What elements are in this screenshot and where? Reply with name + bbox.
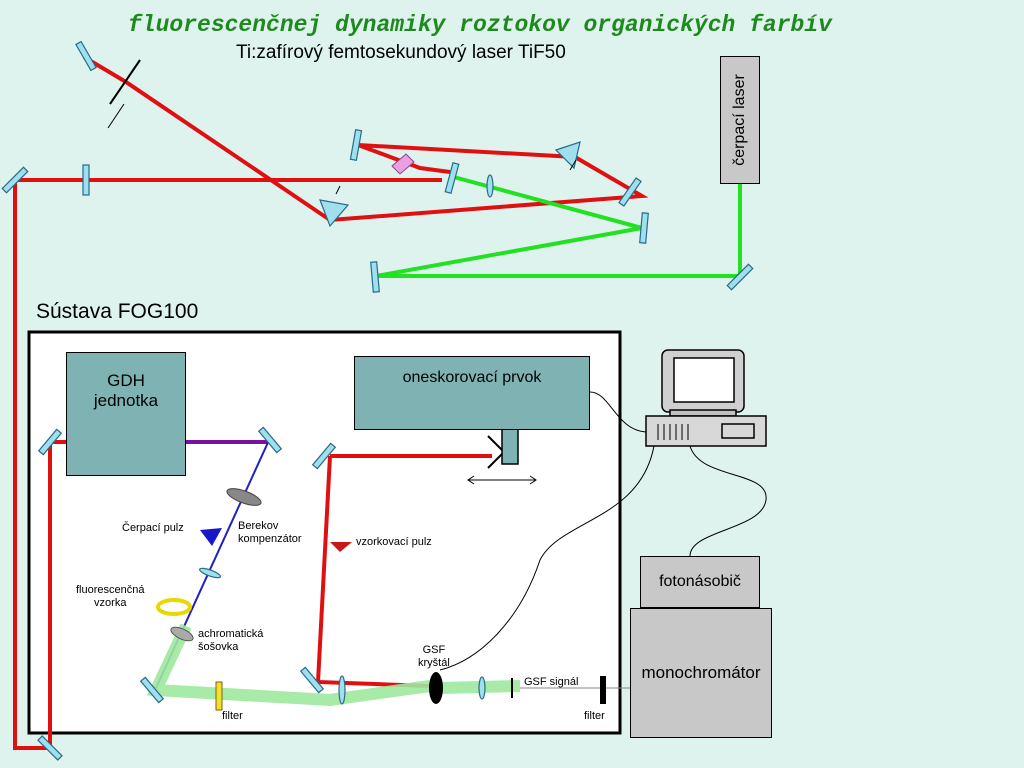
mirror-m7 <box>639 212 649 244</box>
delay-element-box: oneskorovací prvok <box>354 356 590 430</box>
prism-right <box>554 141 581 170</box>
mirror-m4 <box>349 129 363 161</box>
gsf-signal-label: GSF signál <box>524 676 579 688</box>
mirror-m1 <box>75 40 97 72</box>
laser-subtitle: Ti:zafírový femtosekundový laser TiF50 <box>236 42 566 63</box>
page-title: fluorescenčnej dynamiky roztokov organic… <box>128 12 832 38</box>
mirror-m8 <box>370 261 380 293</box>
pump-pulse-label: Čerpací pulz <box>122 522 184 534</box>
tisa-crystal <box>391 153 415 175</box>
gdh-label-line1: GDH <box>107 371 145 390</box>
prism-left <box>319 199 350 228</box>
section-label: Sústava FOG100 <box>36 300 199 323</box>
filter-right <box>600 676 606 704</box>
monochromator-label: monochromátor <box>641 663 761 682</box>
adjust-arrows <box>107 103 577 195</box>
mirror-m3 <box>82 164 90 196</box>
gdh-label-line2: jednotka <box>93 391 159 410</box>
cavity-green-beams <box>375 174 742 278</box>
berek-compensator <box>226 488 262 506</box>
pump-laser-box: čerpací laser <box>720 56 760 184</box>
delay-label: oneskorovací prvok <box>402 369 542 386</box>
mirror-m2 <box>1 166 29 194</box>
cavity-lens <box>486 174 494 198</box>
filter-right-label: filter <box>584 710 605 722</box>
probe-pulse-marker <box>330 542 352 552</box>
pump-pulse-marker <box>200 528 222 546</box>
cables <box>439 391 767 671</box>
pmt-label: fotonásobič <box>659 573 741 590</box>
filter-left <box>215 681 223 711</box>
gsf-crystal <box>429 672 443 704</box>
slit <box>109 59 141 105</box>
mirror-m6 <box>618 177 642 207</box>
mirror-m5 <box>444 161 460 195</box>
delay-travel-arrow <box>467 475 537 485</box>
probe-pulse-label: vzorkovací pulz <box>356 536 432 548</box>
photomultiplier-box: fotonásobič <box>640 556 760 608</box>
cavity-mirrors <box>1 40 754 293</box>
computer <box>645 349 767 447</box>
filter-left-label: filter <box>222 710 243 722</box>
achromatic-lens <box>170 626 194 642</box>
sample-cuvette <box>156 598 192 616</box>
pump-laser-label: čerpací laser <box>731 74 748 166</box>
mirror-m9 <box>726 263 754 291</box>
monochromator-box: monochromátor <box>630 608 772 738</box>
